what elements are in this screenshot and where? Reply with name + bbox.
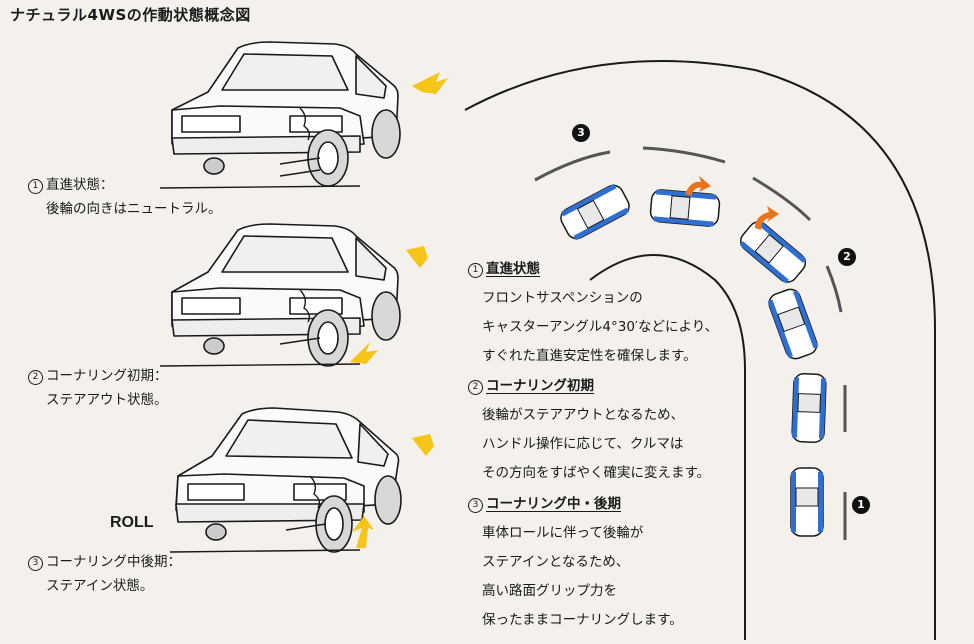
track-inner-edge: [589, 254, 746, 640]
track-outer-edge: [464, 60, 936, 640]
car-top-view-6: [560, 183, 630, 241]
car-rear-view-straight: [160, 41, 448, 189]
car-top-view-4: [739, 220, 807, 284]
track-diagram: [464, 60, 936, 640]
arrow-yellow-icon: [352, 516, 374, 548]
track-marker-3: 3: [572, 124, 590, 142]
car-top-view-5: [649, 189, 721, 227]
arrow-yellow-icon: [412, 434, 434, 456]
car-top-view-1: [790, 467, 824, 537]
car-top-view-3: [767, 288, 819, 360]
car-rear-view-initial-cornering: [160, 223, 428, 367]
track-center-dashes: [534, 146, 847, 540]
car-top-view-2: [791, 373, 827, 443]
diagram-title: ナチュラル4WSの作動状態概念図: [10, 6, 251, 24]
arrow-yellow-icon: [350, 342, 378, 364]
track-marker-1: 1: [852, 496, 870, 514]
arrow-orange-icon: [685, 176, 711, 196]
track-marker-2: 2: [838, 248, 856, 266]
arrow-orange-icon: [755, 206, 779, 230]
arrow-yellow-icon: [406, 246, 428, 268]
roll-label: ROLL: [110, 514, 154, 531]
car-rear-view-mid-late-cornering: [170, 407, 434, 553]
arrow-yellow-icon: [412, 72, 448, 94]
